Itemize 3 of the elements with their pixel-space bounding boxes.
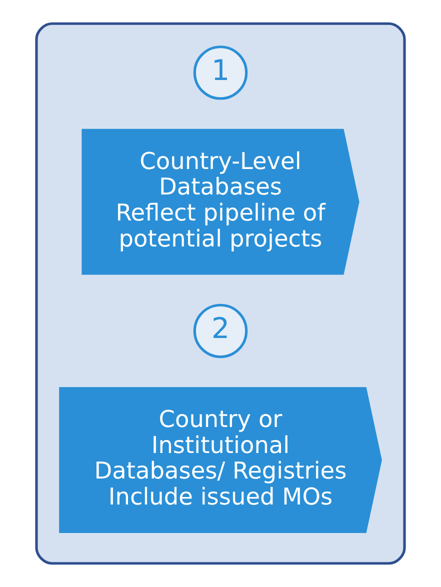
node-circle: 2 xyxy=(193,304,248,358)
cluster xyxy=(35,22,406,565)
node-circle: 1 xyxy=(193,46,248,100)
